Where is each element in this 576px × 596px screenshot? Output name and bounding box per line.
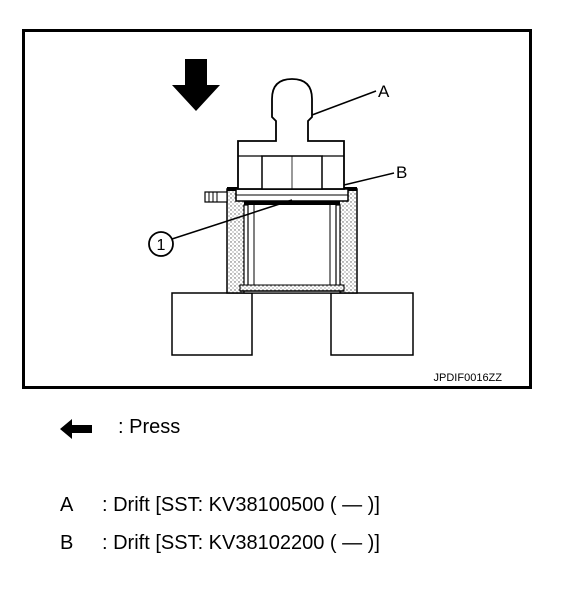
leader-line-a xyxy=(311,90,377,116)
press-arrow-icon xyxy=(172,59,220,111)
callout-1: 1 xyxy=(157,237,166,254)
bushing-part-1 xyxy=(239,202,345,292)
base-block-left xyxy=(171,292,253,356)
legend-b-key: B xyxy=(60,532,74,554)
legend-b-text: : Drift [SST: KV38102200 ( — )] xyxy=(102,532,380,554)
leader-line-b xyxy=(343,172,395,186)
legend-a-text: : Drift [SST: KV38100500 ( — )] xyxy=(102,494,380,516)
drift-a xyxy=(237,78,345,190)
callout-b: B xyxy=(396,163,407,182)
press-arrow-icon xyxy=(60,419,92,439)
installation-diagram: A B 1 JPDIF0016ZZ xyxy=(22,29,532,389)
base-block-right xyxy=(330,292,414,356)
leader-line-1 xyxy=(171,199,293,240)
figure-code: JPDIF0016ZZ xyxy=(434,372,503,384)
legend-a-key: A xyxy=(60,494,74,516)
callout-1-circle xyxy=(148,231,174,257)
drift-b xyxy=(235,188,349,205)
callout-a: A xyxy=(378,82,390,101)
legend-press-label: : Press xyxy=(118,416,181,438)
